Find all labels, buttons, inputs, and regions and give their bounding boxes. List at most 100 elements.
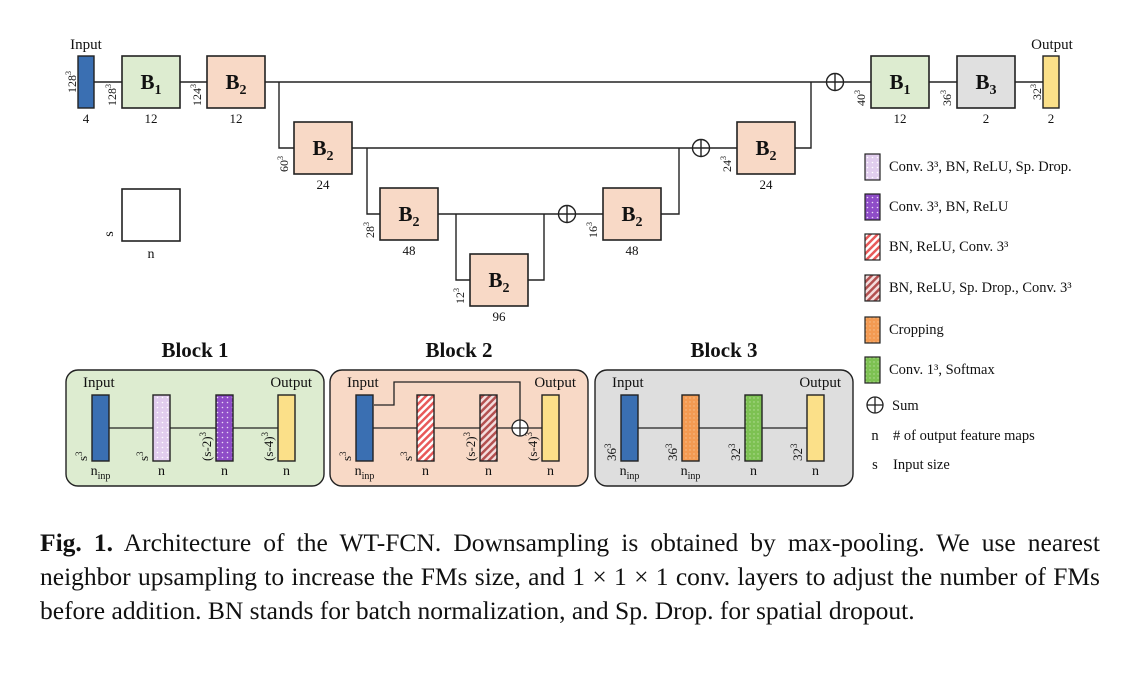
legend-bn-relu-spdrop-conv: BN, ReLU, Sp. Drop., Conv. 3³ <box>864 274 1072 302</box>
block-feature-maps: 12 <box>230 111 243 126</box>
legend-text: BN, ReLU, Conv. 3³ <box>889 239 1009 255</box>
panel-layer-n: n <box>485 464 492 479</box>
sum-icon <box>511 419 529 437</box>
legend: Conv. 3³, BN, ReLU, Sp. Drop. Conv. 3³, B… <box>864 153 1072 473</box>
panel-layer-size: 323 <box>727 443 743 461</box>
network-output-label: Output <box>1031 37 1074 53</box>
panel-layer-size: (s-2)3 <box>198 431 214 461</box>
block-label: B2 <box>755 136 776 164</box>
panel-layer-size: 363 <box>664 443 680 461</box>
panel-layer-n: n <box>812 464 819 479</box>
panel-layer-size: (s-2)3 <box>462 431 478 461</box>
size-key-s: s <box>102 231 117 236</box>
panel-layer <box>541 394 560 462</box>
legend-conv-spdrop: Conv. 3³, BN, ReLU, Sp. Drop. <box>864 153 1072 181</box>
caption-label: Fig. 1. <box>40 528 114 557</box>
legend-sum: Sum <box>866 396 919 414</box>
panel-layer-n: ninp <box>620 464 640 482</box>
legend-conv-bn-relu: Conv. 3³, BN, ReLU <box>864 193 1009 221</box>
block-feature-maps: 96 <box>493 309 507 324</box>
legend-text: BN, ReLU, Sp. Drop., Conv. 3³ <box>889 280 1072 296</box>
legend-text: Sum <box>892 398 919 414</box>
block-b1a: B1 1283 12 <box>104 55 181 126</box>
block-feature-maps: 12 <box>894 111 907 126</box>
panel-layer-n: n <box>283 464 290 479</box>
legend-text: Conv. 1³, Softmax <box>889 362 995 378</box>
block-input-size: 603 <box>276 156 291 172</box>
figure-caption: Fig. 1. Architecture of the WT-FCN. Down… <box>40 526 1100 628</box>
network-input-label: Input <box>70 37 102 53</box>
panel-input-label: Input <box>83 375 115 391</box>
block-feature-maps: 48 <box>626 243 639 258</box>
legend-text: # of output feature maps <box>893 428 1035 444</box>
network-blocks: B1128312B2124312B260324B228348B212396B21… <box>104 55 1016 324</box>
network-input-tensor <box>77 55 95 109</box>
block-label: B2 <box>621 202 642 230</box>
block-label: B3 <box>975 70 996 98</box>
panel-layer-size: (s-4)3 <box>524 431 540 461</box>
panel-layer-size: s3 <box>338 451 354 461</box>
sum-icon <box>691 138 711 158</box>
block-feature-maps: 12 <box>145 111 158 126</box>
panel-layer-size: 323 <box>789 443 805 461</box>
block-feature-maps: 2 <box>983 111 990 126</box>
panel-layer-n: ninp <box>91 464 111 482</box>
block-label: B2 <box>398 202 419 230</box>
panel-title: Block 2 <box>425 338 492 362</box>
panel-layer <box>277 394 296 462</box>
legend-letter: n <box>871 428 879 444</box>
sum-icon <box>825 72 845 92</box>
size-key-n: n <box>148 247 155 262</box>
block-label: B2 <box>312 136 333 164</box>
size-key-box <box>121 188 181 242</box>
network-output-size: 323 <box>1029 84 1044 100</box>
block-label: B1 <box>140 70 161 98</box>
panel-layer-n: n <box>750 464 757 479</box>
panel-layer-n: n <box>221 464 228 479</box>
panel-output-label: Output <box>270 375 313 391</box>
block-input-size: 403 <box>853 90 868 106</box>
legend-swatch <box>864 316 881 344</box>
sum-icon <box>866 396 884 414</box>
legend-text: Cropping <box>889 322 944 338</box>
panel-layer-n: n <box>422 464 429 479</box>
panel-layer-size: s3 <box>135 451 151 461</box>
panel-layer-n: n <box>158 464 165 479</box>
legend-text: Conv. 3³, BN, ReLU, Sp. Drop. <box>889 159 1072 175</box>
block-label: B2 <box>488 268 509 296</box>
panel-layer <box>620 394 639 462</box>
panel-input-label: Input <box>347 375 379 391</box>
panel-output-label: Output <box>534 375 577 391</box>
architecture-diagram: Input 1283 4 Output 323 2 B1128312B21243… <box>64 37 1074 487</box>
legend-text: Input size <box>893 457 950 473</box>
block-input-size: 1243 <box>189 84 204 106</box>
panel-title: Block 3 <box>690 338 757 362</box>
legend-softmax: Conv. 1³, Softmax <box>864 356 995 384</box>
sum-icon <box>557 204 577 224</box>
panel-layer <box>91 394 110 462</box>
legend-swatch <box>864 193 881 221</box>
network-output-n: 2 <box>1048 111 1055 126</box>
panel-layer-n: ninp <box>681 464 701 482</box>
panel-layer-size: (s-4)3 <box>260 431 276 461</box>
block-input-size: 1283 <box>104 84 119 106</box>
panel-layer-n: n <box>547 464 554 479</box>
legend-text: Conv. 3³, BN, ReLU <box>889 199 1009 215</box>
network-connections <box>94 81 1043 281</box>
legend-swatch <box>864 233 881 261</box>
panel-input-label: Input <box>612 375 644 391</box>
legend-swatch <box>864 153 881 181</box>
panel-layer <box>152 394 171 462</box>
panel-layer <box>479 394 498 462</box>
block-feature-maps: 48 <box>403 243 416 258</box>
caption-text: Architecture of the WT-FCN. Downsampling… <box>40 528 1101 625</box>
